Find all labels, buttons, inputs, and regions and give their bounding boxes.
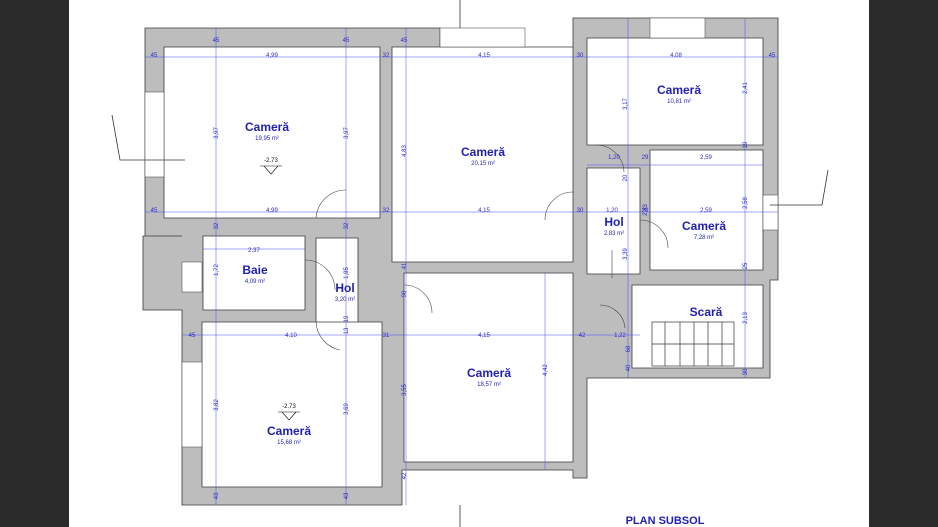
- dimension-label: 20: [642, 208, 649, 214]
- dimension-label: 3,97: [214, 127, 220, 139]
- dimension-label: 25: [743, 262, 749, 269]
- room-area-hol-e: 2,83 m²: [604, 231, 624, 237]
- dimension-label: 3,17: [623, 98, 629, 110]
- room-labels: Cameră 19,95 m² Cameră 20,15 m² Cameră 10,81 …: [242, 83, 726, 446]
- dimension-label: 45: [213, 38, 220, 44]
- dimension-label: 4,10: [285, 333, 297, 339]
- dimension-label: 45: [401, 38, 408, 44]
- level-triangle: [260, 165, 282, 175]
- dimension-label: 68: [626, 345, 632, 352]
- window-west-3: [181, 261, 203, 293]
- dimension-label: 2,13: [743, 312, 749, 324]
- room-area-camera-c: 18,57 m²: [477, 382, 501, 388]
- dimension-label: 42: [579, 333, 586, 339]
- dimension-label: 30: [743, 368, 749, 375]
- dimension-label: 2,37: [248, 248, 260, 254]
- dimension-label: 2,59: [700, 208, 712, 214]
- dimension-label: 90: [402, 290, 408, 297]
- dimension-label: 13: [344, 327, 350, 334]
- dimension-label: 1,20: [606, 208, 618, 214]
- dimension-label: 45: [189, 333, 196, 339]
- room-name-camera-ne: Cameră: [657, 83, 701, 97]
- level-markers: -2.73 -2.73: [260, 158, 300, 421]
- dimension-label: 3,82: [214, 399, 220, 411]
- dimension-label: 43: [214, 492, 220, 499]
- room-area-camera-nc: 20,15 m²: [471, 161, 495, 167]
- dimension-label: 4,15: [478, 208, 490, 214]
- dimension-label: 30: [577, 208, 584, 214]
- room-name-camera-c: Cameră: [467, 366, 511, 380]
- dimension-label: 31: [383, 333, 390, 339]
- dimension-label: 45: [769, 53, 776, 59]
- dimension-label: 32: [214, 222, 220, 229]
- room-area-camera-nw: 19,95 m²: [255, 136, 279, 142]
- level-label: -2.73: [282, 404, 296, 410]
- section-markers: [111, 0, 829, 527]
- dimension-label: 3,69: [344, 403, 350, 415]
- dimension-label: 2,58: [743, 197, 749, 209]
- dimension-label: 1,22: [614, 333, 626, 339]
- room-area-camera-sw: 15,68 m²: [277, 440, 301, 446]
- dimension-label: 45: [343, 38, 350, 44]
- room-area-hol-w: 3,20 m²: [335, 297, 355, 303]
- dimension-label: 41: [402, 262, 408, 269]
- outer-wall: [142, 17, 779, 506]
- dimension-label: 40: [626, 364, 632, 371]
- dimension-label: 4,15: [478, 333, 490, 339]
- room-name-scara: Scară: [690, 305, 723, 319]
- dimension-label: 45: [151, 208, 158, 214]
- window-north-2: [649, 17, 706, 39]
- room-name-camera-nc: Cameră: [461, 145, 505, 159]
- dimension-label: 3,97: [344, 127, 350, 139]
- dimension-label: 45: [151, 53, 158, 59]
- dimension-lines: [145, 18, 778, 505]
- dimension-label: 1,72: [214, 264, 220, 276]
- dimension-label: 2,59: [700, 155, 712, 161]
- dimension-label: 2,41: [743, 82, 749, 94]
- dimension-label: 3,55: [402, 384, 408, 396]
- room-name-camera-e: Cameră: [682, 219, 726, 233]
- dimension-label: 4,42: [543, 364, 549, 376]
- room-name-camera-nw: Cameră: [245, 120, 289, 134]
- dimension-label: 43: [344, 492, 350, 499]
- window-west-1: [144, 91, 165, 178]
- dimension-label: 32: [344, 222, 350, 229]
- room-name-hol-e: Hol: [604, 215, 623, 229]
- dimension-label: 4,99: [266, 53, 278, 59]
- dimension-texts: 45 45 45 4,99 32 4,15 30 4,08 45 45 3,97 3,97 4,83 3,…: [151, 38, 776, 499]
- dimension-label: 32: [383, 53, 390, 59]
- dimension-label: 1,20: [608, 155, 620, 161]
- level-triangle: [278, 411, 300, 421]
- dimension-label: 32: [383, 208, 390, 214]
- dimension-label: 30: [577, 53, 584, 59]
- door-swings: [304, 144, 669, 351]
- stair: [651, 321, 735, 367]
- room-area-baie: 4,09 m²: [245, 279, 265, 285]
- plan-title: PLAN SUBSOL: [626, 515, 705, 527]
- room-area-camera-e: 7,28 m²: [694, 235, 714, 241]
- level-label: -2.73: [264, 158, 278, 164]
- dimension-label: 19: [344, 315, 350, 322]
- window-east-1: [762, 194, 779, 231]
- dimension-label: 4,08: [670, 53, 682, 59]
- dimension-label: 20: [623, 174, 629, 181]
- window-north-1: [439, 27, 526, 48]
- dimension-label: 19: [743, 141, 749, 148]
- windows: [144, 17, 779, 448]
- dimension-label: 1,85: [344, 267, 350, 279]
- dimension-label: 2,83: [643, 204, 649, 216]
- dimension-label: 3,39: [623, 248, 629, 260]
- walls: [142, 17, 779, 506]
- room-name-baie: Baie: [242, 263, 268, 277]
- dimension-label: 4,83: [402, 145, 408, 157]
- room-name-hol-w: Hol: [335, 281, 354, 295]
- window-west-2: [181, 361, 203, 448]
- dimension-label: 42: [402, 472, 408, 479]
- dimension-label: 4,15: [478, 53, 490, 59]
- dimension-label: 4,99: [266, 208, 278, 214]
- dimension-label: 29: [642, 155, 649, 161]
- room-name-camera-sw: Cameră: [267, 424, 311, 438]
- room-area-camera-ne: 10,81 m²: [667, 99, 691, 105]
